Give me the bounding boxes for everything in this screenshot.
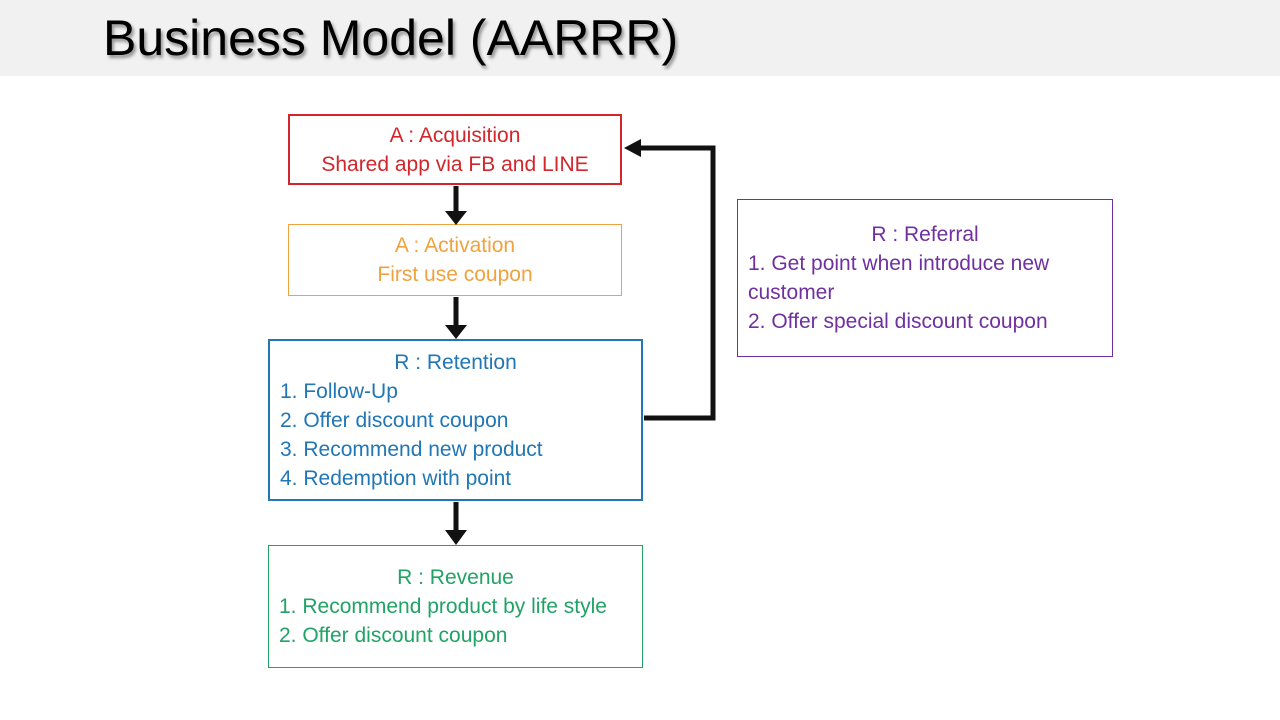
retention-title: R : Retention	[394, 350, 517, 374]
acquisition-box: A : Acquisition Shared app via FB and LI…	[288, 114, 622, 185]
retention-item-2: 2. Offer discount coupon	[280, 408, 509, 432]
arrow-retention-to-revenue	[445, 502, 467, 545]
arrow-activation-to-retention	[445, 297, 467, 339]
retention-box: R : Retention 1. Follow-Up 2. Offer disc…	[268, 339, 643, 501]
activation-box: A : Activation First use coupon	[288, 224, 622, 296]
page-title: Business Model (AARRR)	[103, 10, 679, 66]
referral-item-1: 1. Get point when introduce new customer	[748, 252, 1050, 304]
retention-item-4: 4. Redemption with point	[280, 466, 512, 490]
retention-item-1: 1. Follow-Up	[280, 379, 398, 403]
acquisition-title: A : Acquisition	[389, 123, 521, 147]
referral-item-2: 2. Offer special discount coupon	[748, 310, 1048, 333]
revenue-title: R : Revenue	[397, 566, 514, 589]
acquisition-line: Shared app via FB and LINE	[321, 152, 589, 176]
arrow-acquisition-to-activation	[445, 186, 467, 225]
activation-line: First use coupon	[377, 263, 533, 286]
referral-box: R : Referral 1. Get point when introduce…	[737, 199, 1113, 357]
referral-title: R : Referral	[871, 223, 979, 246]
activation-title: A : Activation	[394, 234, 516, 257]
retention-item-3: 3. Recommend new product	[280, 437, 543, 461]
revenue-box: R : Revenue 1. Recommend product by life…	[268, 545, 643, 668]
revenue-item-1: 1. Recommend product by life style	[279, 595, 607, 618]
title-band	[0, 0, 1280, 76]
revenue-item-2: 2. Offer discount coupon	[279, 624, 508, 647]
